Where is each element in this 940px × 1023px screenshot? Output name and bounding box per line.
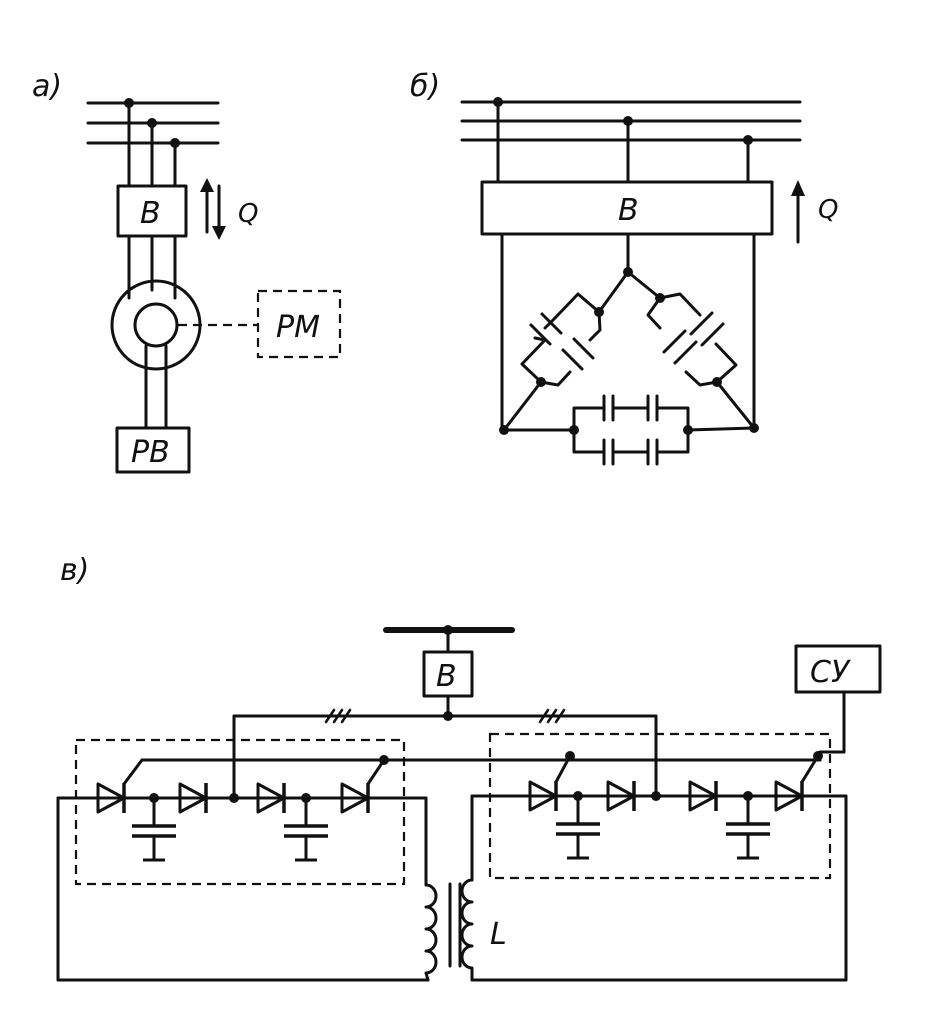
capacitor-bank-left (520, 292, 602, 387)
right-converter-enclosure (488, 732, 832, 880)
panel-c: в) B CУ (56, 553, 882, 982)
converter-label-b: B (618, 193, 639, 228)
panel-b-label: б) (410, 69, 440, 104)
panel-a: a) B Q PM (32, 69, 342, 474)
capacitor-bank-right (646, 292, 738, 387)
right-capacitor-1 (554, 794, 602, 860)
regulator-pb-box (115, 426, 191, 474)
regulator-pm-box (256, 289, 342, 359)
right-thyristor-2 (774, 754, 820, 813)
left-thyristor-2 (340, 758, 386, 815)
left-capacitor-2 (282, 796, 330, 862)
right-thyristor-1 (528, 754, 572, 813)
bidirectional-flow-arrow (200, 178, 226, 240)
three-phase-mark-left (324, 708, 352, 724)
flow-arrow-up (791, 180, 805, 244)
inductor-label: L (490, 917, 507, 952)
left-capacitor-1 (130, 796, 178, 862)
coupled-inductor (424, 878, 474, 982)
three-phase-mark-right (538, 708, 566, 724)
capacitor-bank-bottom (572, 394, 690, 466)
control-unit-box (794, 644, 882, 694)
panel-b: б) B Q (410, 69, 838, 466)
left-thyristor-1 (96, 758, 144, 815)
regulator-pb-label: PB (131, 435, 170, 470)
panel-c-label: в) (60, 553, 89, 588)
converter-label-a: B (140, 196, 161, 231)
control-unit-label: CУ (810, 655, 851, 690)
left-converter-enclosure (74, 738, 406, 886)
machine-rotor (133, 302, 179, 348)
panel-a-label: a) (32, 69, 62, 104)
flow-label-a: Q (238, 199, 258, 229)
regulator-pm-label: PM (276, 310, 320, 345)
converter-label-c: B (436, 659, 457, 694)
right-capacitor-2 (724, 794, 772, 860)
flow-label-b: Q (818, 195, 838, 225)
